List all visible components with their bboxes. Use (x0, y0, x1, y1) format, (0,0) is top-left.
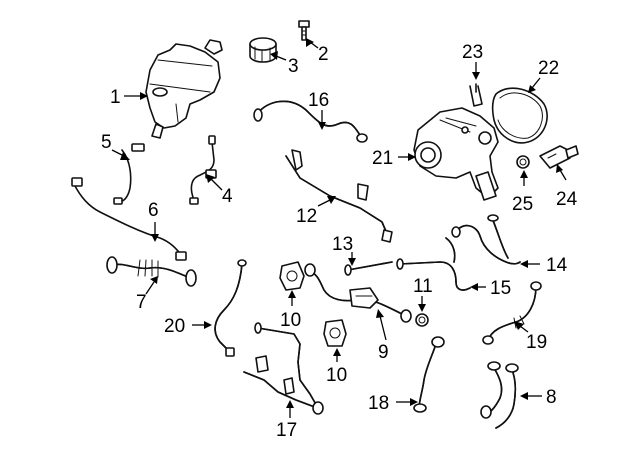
small-pipe-part (344, 261, 393, 276)
callout-23: 23 (462, 42, 483, 63)
outlet-hose-part (413, 336, 445, 413)
callout-6: 6 (148, 200, 159, 221)
callout-3: 3 (288, 56, 299, 77)
callout-11: 11 (413, 276, 433, 297)
callout-15: 15 (490, 278, 511, 299)
callout-13: 13 (332, 234, 353, 255)
flange-gasket-part-a (279, 261, 305, 291)
callout-20: 20 (164, 316, 185, 337)
expansion-tank-part (145, 39, 223, 139)
coolant-pipe-part (285, 149, 393, 243)
flange-gasket-part-b (323, 319, 347, 347)
bypass-hose-part (451, 214, 521, 265)
lower-hose-part (106, 256, 197, 287)
gasket-part (491, 87, 548, 144)
callout-22: 22 (538, 58, 559, 79)
callout-8: 8 (546, 387, 557, 408)
callout-16: 16 (308, 90, 329, 111)
retaining-clip-part (469, 83, 483, 107)
bolt-part (298, 20, 310, 41)
heater-hose-part (396, 237, 471, 291)
callout-12: 12 (296, 206, 317, 227)
callout-18: 18 (368, 393, 389, 414)
callout-1: 1 (110, 87, 121, 108)
y-hose-part (480, 361, 519, 429)
callout-19: 19 (526, 332, 547, 353)
water-pump-part (413, 107, 499, 201)
callout-7: 7 (136, 292, 147, 313)
reservoir-cap-part (249, 37, 277, 63)
o-ring-part (516, 155, 530, 169)
callout-numbers: 1 2 3 4 5 6 7 8 9 10 10 11 12 13 14 15 1… (101, 42, 578, 441)
callout-24: 24 (556, 189, 578, 210)
sensor-wire-part (113, 143, 145, 205)
leader-lines (111, 38, 567, 418)
callout-21: 21 (372, 148, 393, 169)
vent-hose-part (189, 135, 217, 205)
small-o-ring-part (415, 313, 429, 327)
callout-9: 9 (378, 342, 389, 363)
callout-4: 4 (222, 186, 233, 207)
return-pipe-part (243, 322, 324, 415)
pipe-assembly-part (304, 263, 412, 323)
callout-14: 14 (546, 255, 568, 276)
callout-25: 25 (512, 194, 533, 215)
callout-2: 2 (318, 44, 329, 65)
temp-sensor-part (539, 145, 579, 169)
callout-10-a: 10 (280, 310, 301, 331)
wire-harness-part (71, 177, 187, 261)
callout-5: 5 (101, 132, 112, 153)
radiator-hose-part (214, 259, 247, 357)
callout-17: 17 (276, 420, 297, 441)
callout-10-b: 10 (326, 365, 347, 386)
